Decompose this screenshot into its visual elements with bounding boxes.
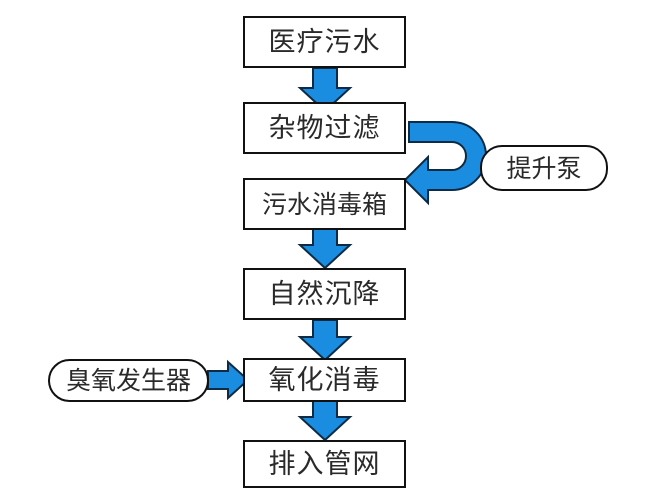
process-box-debris-filter[interactable]: 杂物过滤 (243, 102, 406, 154)
process-box-label: 污水消毒箱 (261, 189, 387, 219)
process-box-sewage-disinfection-tank[interactable]: 污水消毒箱 (243, 178, 406, 230)
process-box-discharge-to-pipe-network[interactable]: 排入管网 (243, 440, 406, 488)
process-box-natural-settling[interactable]: 自然沉降 (243, 268, 406, 320)
process-box-label: 氧化消毒 (268, 364, 381, 396)
equipment-box-ozone-generator[interactable]: 臭氧发生器 (48, 359, 209, 402)
equipment-box-lift-pump[interactable]: 提升泵 (480, 145, 608, 191)
equipment-box-label: 提升泵 (506, 153, 582, 183)
process-box-label: 杂物过滤 (268, 112, 381, 144)
process-box-label: 排入管网 (268, 448, 381, 480)
equipment-box-label: 臭氧发生器 (65, 366, 191, 395)
right-arrow-icon-ozone (207, 359, 250, 401)
u-turn-arrow-icon-pump (403, 121, 487, 206)
process-box-medical-wastewater[interactable]: 医疗污水 (243, 16, 406, 68)
down-arrow-icon-4 (297, 399, 353, 442)
process-box-label: 自然沉降 (268, 278, 381, 310)
down-arrow-icon-3 (297, 319, 353, 362)
process-box-oxidation-disinfection[interactable]: 氧化消毒 (243, 358, 406, 402)
down-arrow-icon-2 (297, 227, 353, 270)
process-box-label: 医疗污水 (268, 26, 381, 58)
